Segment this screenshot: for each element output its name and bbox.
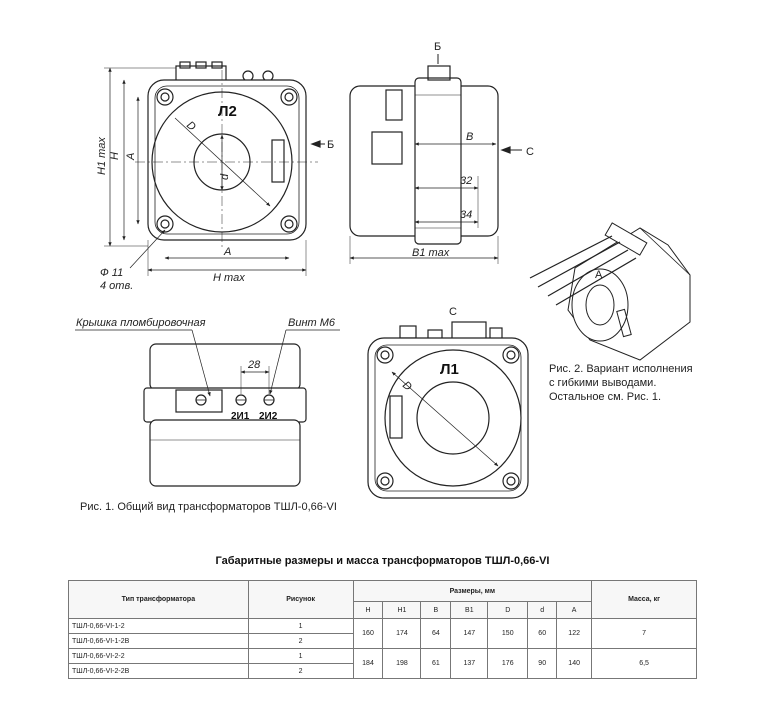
front-hole-label: Ф 11 (100, 267, 123, 279)
table-row: ТШЛ-0,66-VI-1-2 1 160 174 64 147 150 60 … (68, 618, 697, 649)
technical-drawing: Л2 D d H H1 max A A H max Ф 11 4 отв. Б … (75, 41, 691, 499)
bottom-view (75, 329, 340, 487)
cell-dim: 150 (487, 618, 529, 649)
header-dims-group: Размеры, мм (352, 580, 593, 602)
front-body-outline (147, 79, 307, 241)
side-section-mark: C (526, 146, 534, 158)
front-terminal-block (175, 61, 274, 83)
side-dim-b1: B1 max (412, 247, 450, 259)
cell-figure: 1 (247, 618, 354, 634)
cell-dim: 60 (527, 618, 558, 649)
header-dim: A (556, 601, 593, 619)
terminal-2i2-label: 2И2 (259, 411, 278, 422)
cell-dim: 140 (556, 648, 593, 679)
cell-figure: 1 (247, 648, 354, 664)
terminal-spacing: 28 (247, 359, 261, 371)
table-row: ТШЛ-0,66-VI-2-2В 2 (68, 663, 697, 679)
cell-dim: 198 (382, 648, 422, 679)
cell-dim: 137 (450, 648, 489, 679)
side-top-mark: Б (434, 41, 441, 53)
front-view (104, 61, 325, 276)
dimensions-table: Тип трансформатора Рисунок Размеры, мм М… (68, 580, 697, 679)
front-window (271, 139, 285, 183)
front-dim-h: H (109, 152, 121, 160)
table-title: Габаритные размеры и масса трансформатор… (215, 555, 550, 567)
isometric-view (529, 222, 691, 361)
header-dim: B1 (450, 601, 489, 619)
cell-figure: 2 (247, 633, 354, 649)
cell-dim: 122 (556, 618, 593, 649)
front-holes-count: 4 отв. (100, 280, 133, 292)
cell-dim: 174 (382, 618, 422, 649)
header-figure: Рисунок (247, 580, 354, 619)
cell-mass: 6,5 (591, 648, 697, 679)
figure-2-caption: Рис. 2. Вариант исполнения с гибкими выв… (549, 363, 693, 403)
front-dim-h-max: H max (213, 272, 245, 284)
cell-dim: 184 (352, 648, 384, 679)
cell-dim: 147 (450, 618, 489, 649)
mounting-holes (156, 88, 298, 233)
side-dim-b: B (466, 131, 473, 143)
view-c-mark: C (449, 306, 457, 318)
cell-dim: 90 (527, 648, 558, 679)
cell-dim: 64 (420, 618, 452, 649)
front-dim-inner-d: d (219, 173, 231, 180)
front-dim-h1: H1 max (96, 137, 108, 175)
cell-dim: 160 (352, 618, 384, 649)
cell-type: ТШЛ-0,66-VI-1-2В (68, 633, 249, 649)
cell-type: ТШЛ-0,66-VI-2-2 (68, 648, 249, 664)
figure-1-caption: Рис. 1. Общий вид трансформаторов ТШЛ-0,… (80, 501, 337, 513)
header-type: Тип трансформатора (68, 580, 249, 619)
cell-type: ТШЛ-0,66-VI-1-2 (68, 618, 249, 634)
header-mass: Масса, кг (591, 580, 697, 619)
header-dim: H (352, 601, 384, 619)
side-dim-34: 34 (460, 209, 472, 221)
header-dim: H1 (382, 601, 422, 619)
front-dim-a-side: A (125, 153, 137, 161)
view-c-code: Л1 (440, 361, 459, 378)
cell-type: ТШЛ-0,66-VI-2-2В (68, 663, 249, 679)
side-dim-32: 32 (460, 175, 472, 187)
front-section-mark: Б (327, 139, 334, 151)
cell-dim: 176 (487, 648, 529, 679)
front-code: Л2 (218, 103, 237, 120)
table-row: ТШЛ-0,66-VI-2-2 1 184 198 61 137 176 90 … (68, 648, 697, 679)
front-dim-a-bottom: A (223, 246, 231, 258)
cover-label: Крышка пломбировочная (76, 317, 206, 329)
iso-small-label: А (595, 269, 603, 281)
header-dim: B (420, 601, 452, 619)
screw-label: Винт М6 (288, 317, 336, 329)
header-dim: d (527, 601, 558, 619)
side-view (349, 54, 522, 264)
terminal-2i1-label: 2И1 (231, 411, 250, 422)
cell-figure: 2 (247, 663, 354, 679)
view-c (367, 321, 529, 499)
cell-dim: 61 (420, 648, 452, 679)
cell-mass: 7 (591, 618, 697, 649)
header-dim: D (487, 601, 529, 619)
